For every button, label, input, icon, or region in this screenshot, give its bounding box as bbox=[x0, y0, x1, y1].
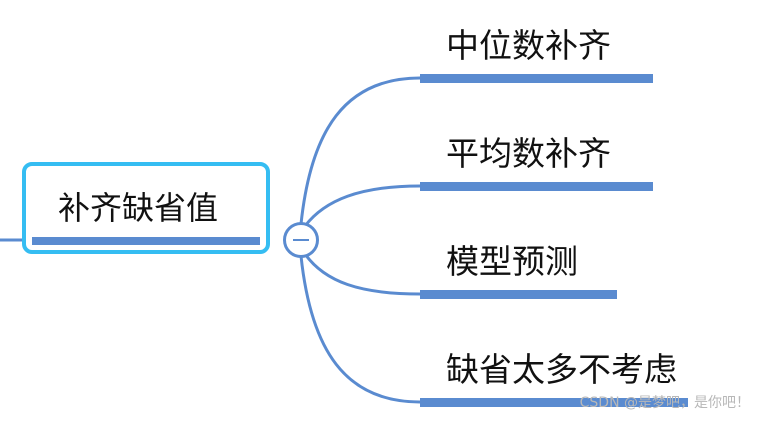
root-node-underline bbox=[32, 237, 260, 245]
minus-glyph bbox=[293, 239, 309, 241]
root-node-label: 补齐缺省值 bbox=[58, 189, 219, 227]
root-node[interactable]: 补齐缺省值 bbox=[22, 162, 270, 254]
branch-node-underline-4 bbox=[420, 398, 688, 407]
branch-node-underline-3 bbox=[420, 290, 617, 299]
connector-branch-3 bbox=[303, 253, 421, 296]
minus-circle-icon[interactable] bbox=[283, 222, 319, 258]
connector-branch-2 bbox=[303, 184, 421, 227]
watermark: CSDN @是梦吧，是你吧！ bbox=[579, 395, 750, 411]
branch-node-label-1[interactable]: 中位数补齐 bbox=[446, 26, 611, 65]
connector-branch-4 bbox=[299, 255, 421, 404]
branch-node-label-2[interactable]: 平均数补齐 bbox=[446, 134, 611, 173]
connector-branch-1 bbox=[299, 76, 421, 225]
branch-node-label-3[interactable]: 模型预测 bbox=[446, 242, 578, 281]
branch-node-underline-1 bbox=[420, 74, 653, 83]
branch-node-underline-2 bbox=[420, 182, 653, 191]
branch-node-label-4[interactable]: 缺省太多不考虑 bbox=[446, 350, 677, 389]
